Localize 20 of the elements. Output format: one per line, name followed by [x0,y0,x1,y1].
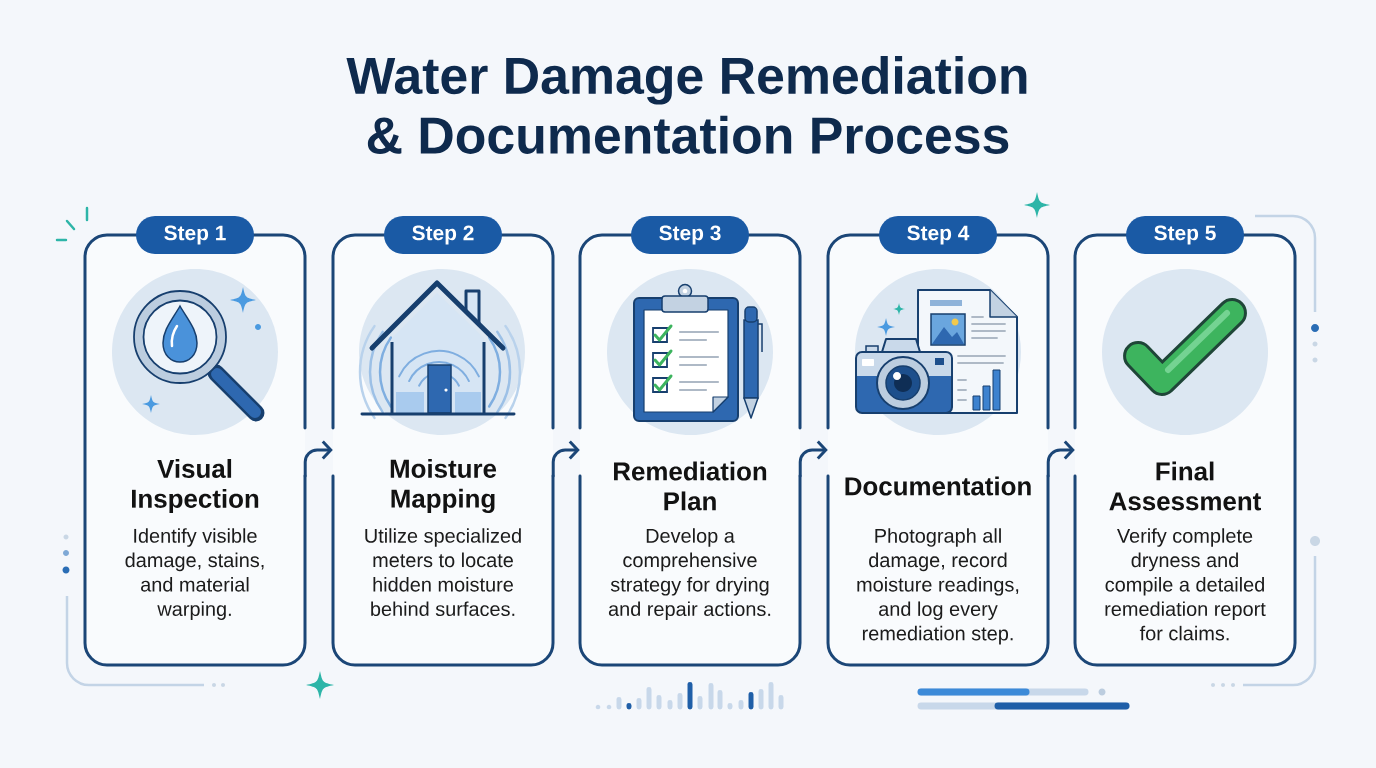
step-title: Documentation [845,476,1031,496]
step-description: Photograph all damage, record moisture readings, and log every remediation step. [857,528,1019,645]
step-title: Final Assessment [1109,461,1261,511]
arrow [1046,440,1075,478]
arrow [303,440,333,478]
step-badge: Step 3 [631,216,749,254]
step-title: Remediation Plan [614,461,767,511]
arrow [798,440,828,478]
step-badge: Step 4 [879,216,997,254]
step-description: Utilize specialized meters to locate hidden moisture behind surfaces. [365,528,521,617]
arrow [551,440,580,478]
step-title: Visual Inspection [131,459,259,513]
step-description: Verify complete dryness and compile a detailed remediation report for claims. [1105,528,1266,641]
step-description: Develop a comprehensive strategy for drying and repair actions. [608,528,771,620]
step-badge: Step 2 [384,216,502,254]
step-description: Identify visible damage, stains, and material warping. [125,528,264,620]
step-title: Moisture Mapping [390,458,497,514]
step-badge: Step 1 [136,216,254,254]
title: Water Damage Remediation & Documentation Process [346,56,1027,154]
step-badge: Step 5 [1126,216,1244,254]
